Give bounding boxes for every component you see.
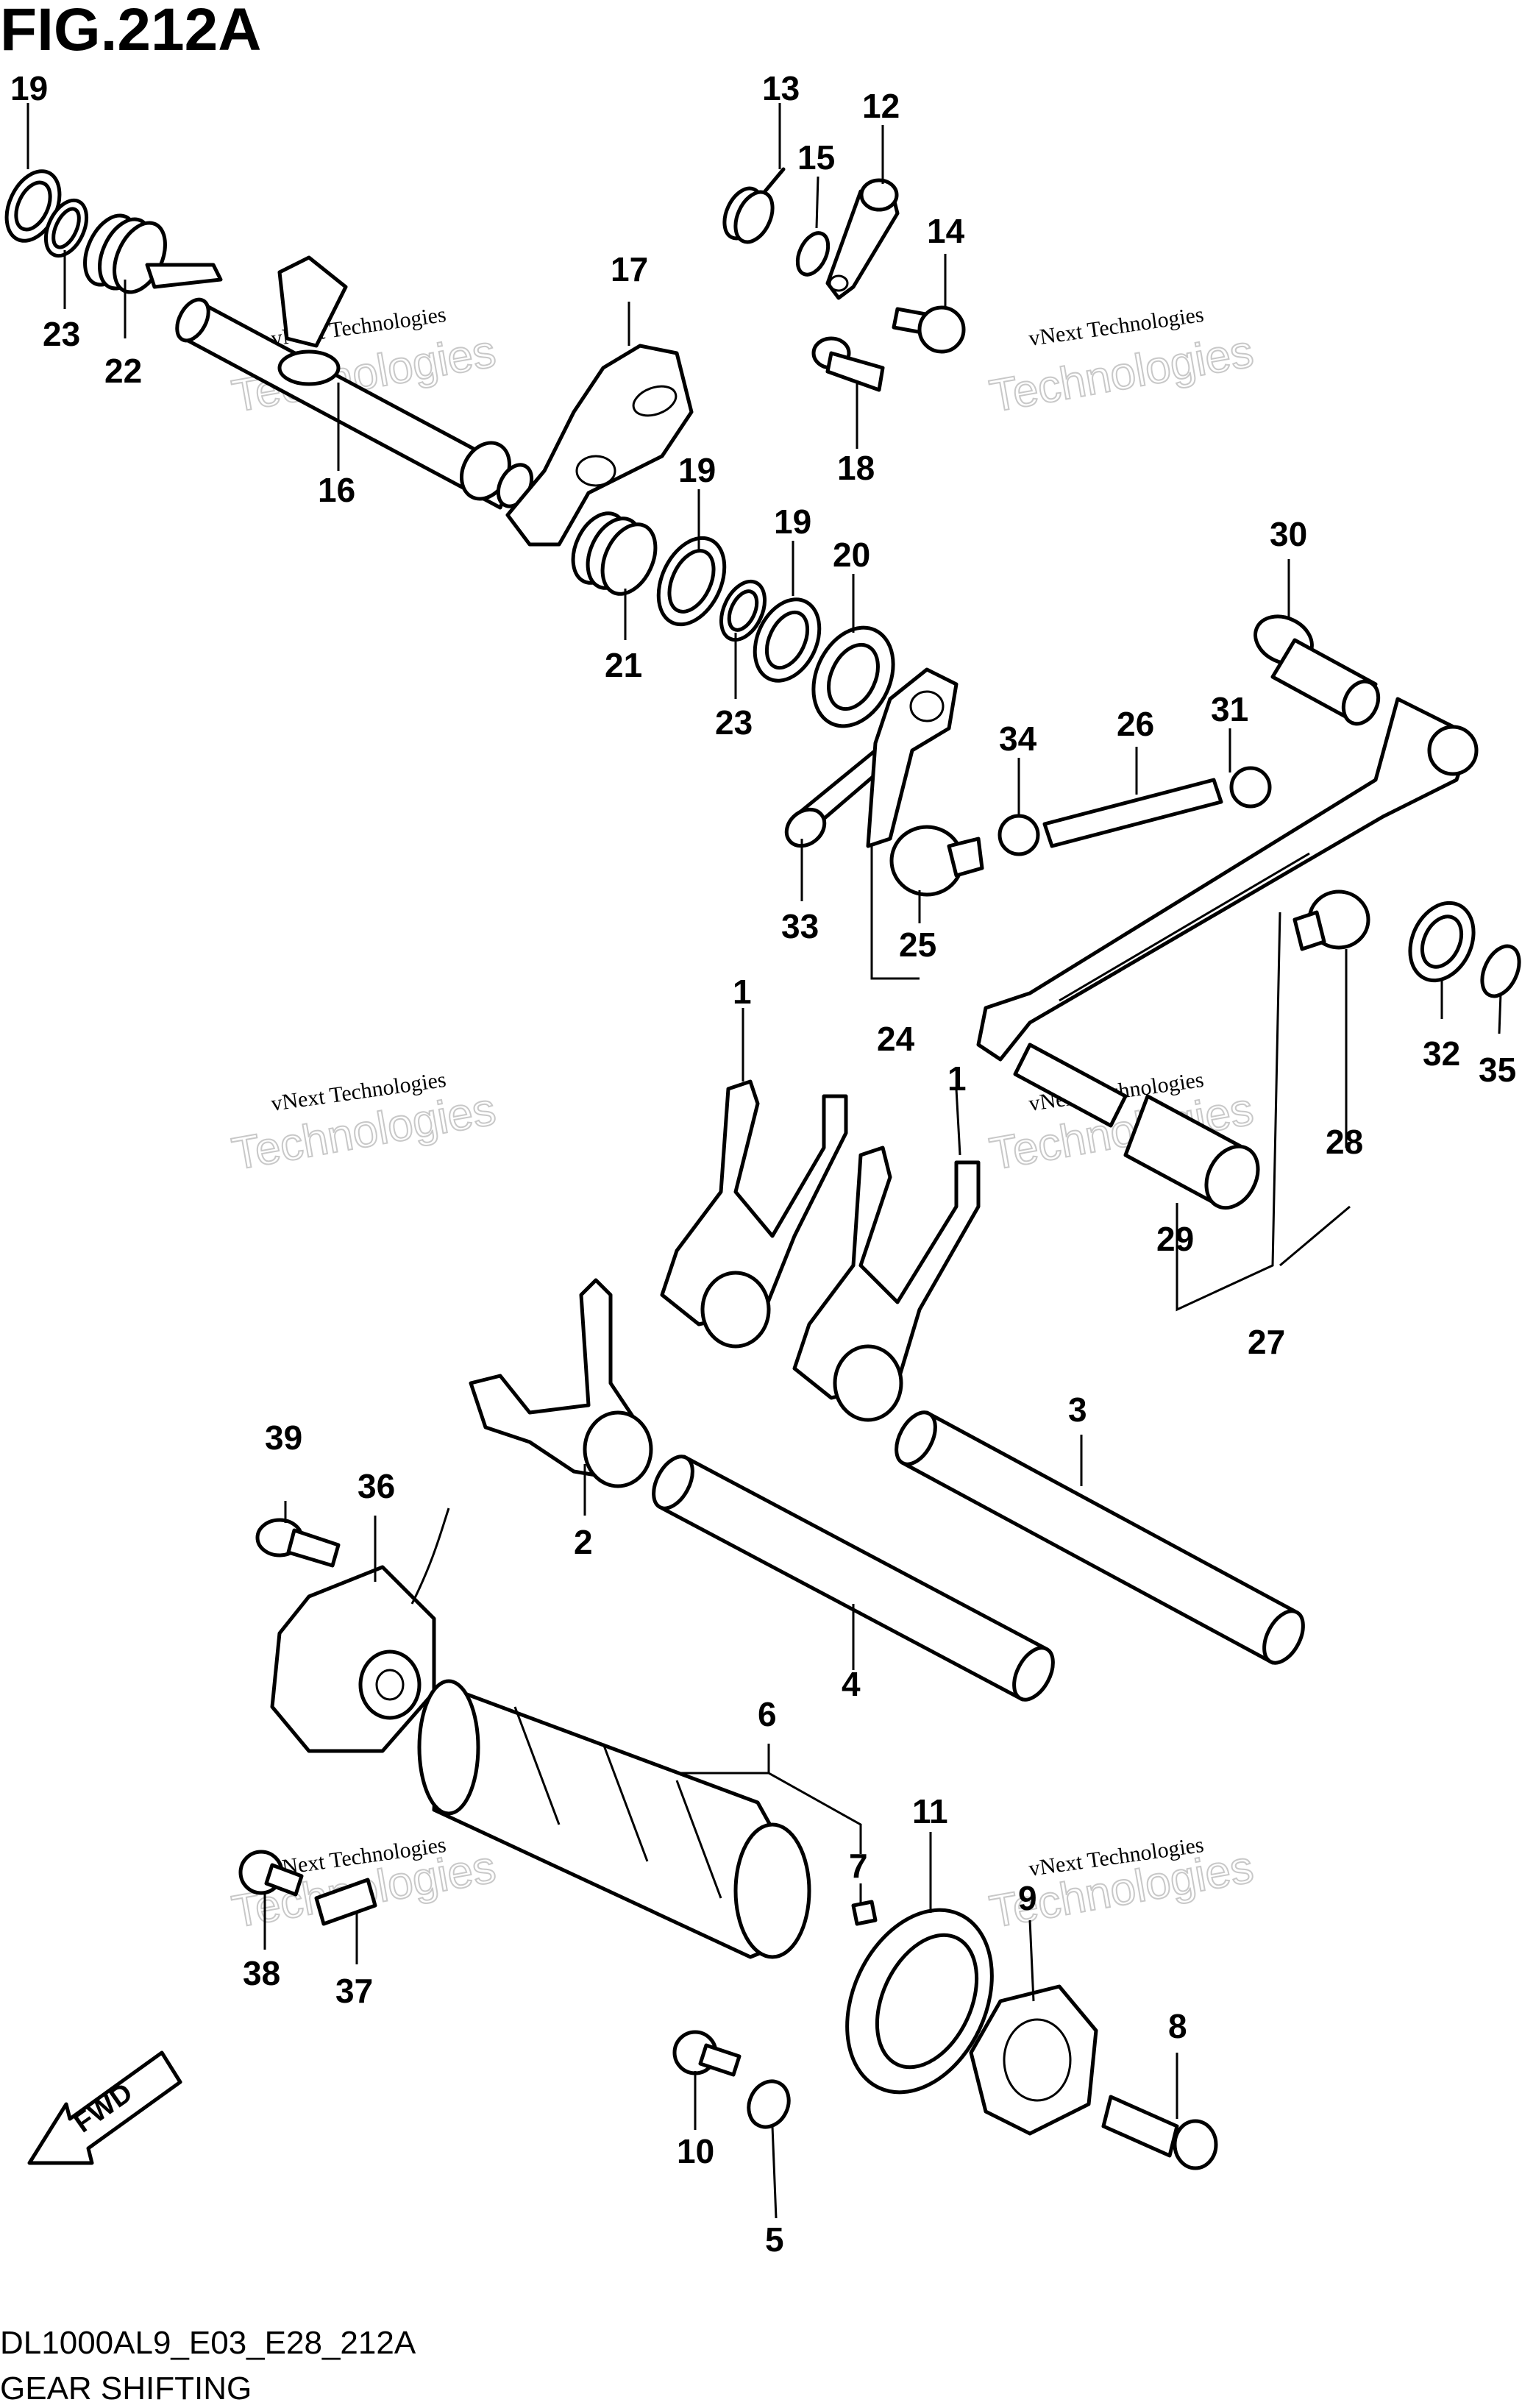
callout-6: 6	[758, 1695, 777, 1733]
callout-29: 29	[1156, 1220, 1194, 1258]
callout-19-right: 19	[774, 502, 811, 541]
part-bolt-38	[238, 1850, 304, 1897]
part-bolt-10	[672, 2030, 742, 2077]
part-circlip-23-top	[43, 198, 89, 258]
svg-text:Technologies: Technologies	[986, 326, 1256, 422]
callout-32: 32	[1423, 1034, 1460, 1073]
callout-16: 16	[318, 471, 355, 509]
callout-12: 12	[862, 87, 900, 125]
callout-23-top: 23	[43, 315, 80, 353]
callout-1-left: 1	[733, 973, 752, 1011]
callout-38: 38	[243, 1954, 280, 1992]
callout-30: 30	[1270, 515, 1307, 553]
part-nut-31	[1229, 766, 1272, 809]
callout-31: 31	[1211, 690, 1248, 728]
part-washer-15	[795, 231, 831, 277]
callout-20: 20	[833, 536, 870, 574]
part-gearshift-arm-17	[505, 344, 694, 547]
callout-8: 8	[1168, 2007, 1187, 2045]
callout-27: 27	[1248, 1323, 1285, 1361]
callout-26: 26	[1117, 705, 1154, 743]
watermark-top-right: Technologies vNext Technologies	[985, 302, 1257, 423]
callout-5: 5	[765, 2220, 784, 2259]
callout-19-mid: 19	[678, 451, 716, 489]
callout-21: 21	[605, 646, 642, 684]
part-fork-shaft-4	[652, 1455, 1055, 1702]
part-circlip-23-mid	[719, 579, 767, 642]
part-pin-7	[851, 1900, 878, 1926]
part-bolt-18	[811, 336, 885, 392]
callout-39: 39	[265, 1418, 302, 1457]
callout-4: 4	[842, 1665, 861, 1703]
part-cam-plate-9	[969, 1984, 1098, 2136]
part-gear-position-sensor-36	[270, 1507, 450, 1753]
callout-14: 14	[927, 212, 965, 250]
part-rod-26	[1042, 778, 1223, 848]
part-shift-fork-1-left	[660, 1079, 848, 1349]
callout-18: 18	[837, 449, 875, 487]
part-rubber-29	[1013, 1043, 1260, 1210]
part-spring-13	[722, 167, 786, 244]
callout-1-right: 1	[947, 1059, 967, 1098]
part-circlip-35	[1480, 944, 1521, 998]
callout-2: 2	[574, 1523, 593, 1561]
part-washer-32	[1408, 901, 1476, 983]
callout-24: 24	[877, 1020, 915, 1058]
leader-lines	[26, 103, 1502, 2219]
watermark-mid-left: Technologies vNext Technologies	[227, 1068, 499, 1181]
callout-10: 10	[677, 2132, 714, 2170]
callout-37: 37	[335, 1972, 373, 2010]
callout-23-mid: 23	[715, 703, 753, 742]
figure-caption: GEAR SHIFTING	[0, 2370, 252, 2407]
callout-33: 33	[781, 907, 819, 945]
part-spring-22	[83, 213, 223, 294]
part-washer-19-mid	[656, 536, 727, 627]
part-gearshift-shaft-16	[175, 255, 534, 510]
part-spring-21	[571, 511, 658, 596]
part-shift-arm-24	[866, 667, 959, 848]
part-bearing-11	[845, 1908, 994, 2095]
callout-7: 7	[849, 1847, 868, 1885]
part-shift-fork-1-right	[792, 1146, 981, 1422]
callout-34: 34	[999, 720, 1037, 758]
part-boss-28	[1292, 889, 1370, 951]
callout-17: 17	[611, 250, 648, 288]
part-bolt-39	[255, 1518, 341, 1568]
part-pin-8	[1101, 2095, 1218, 2170]
callout-28: 28	[1326, 1123, 1363, 1161]
part-fork-shaft-3	[895, 1410, 1305, 1665]
callout-3: 3	[1068, 1391, 1087, 1429]
part-washer-19-top	[4, 169, 62, 243]
callout-9: 9	[1018, 1879, 1037, 1917]
callout-numbers: 19 23 22 16 13 15 12 14 17 18 19 19 20 2…	[10, 69, 1516, 2259]
callout-25: 25	[899, 926, 936, 964]
part-oil-seal-20	[811, 625, 895, 728]
part-link-12	[825, 178, 900, 300]
fwd-arrow: FWD	[27, 2050, 182, 2165]
figure-code: DL1000AL9_E03_E28_212A	[0, 2325, 416, 2361]
callout-13: 13	[762, 69, 800, 107]
part-gearshift-cam-6	[417, 1679, 811, 1959]
callout-36: 36	[358, 1467, 395, 1505]
part-plate-37	[314, 1878, 377, 1926]
part-gearshift-lever-27	[976, 697, 1479, 1062]
part-bolt-14	[892, 305, 966, 354]
part-washer-5	[747, 2079, 791, 2129]
part-shift-fork-2	[469, 1278, 653, 1488]
part-washer-19-right	[753, 597, 822, 683]
part-ball-joint-25	[889, 825, 984, 897]
callout-19-top: 19	[10, 69, 48, 107]
figure-title: FIG.212A	[0, 0, 262, 63]
callout-22: 22	[104, 352, 142, 390]
callout-35: 35	[1479, 1051, 1516, 1089]
callout-11: 11	[912, 1792, 948, 1830]
part-bolt-30	[1253, 614, 1381, 726]
part-nut-34	[998, 814, 1040, 856]
callout-15: 15	[797, 138, 835, 177]
